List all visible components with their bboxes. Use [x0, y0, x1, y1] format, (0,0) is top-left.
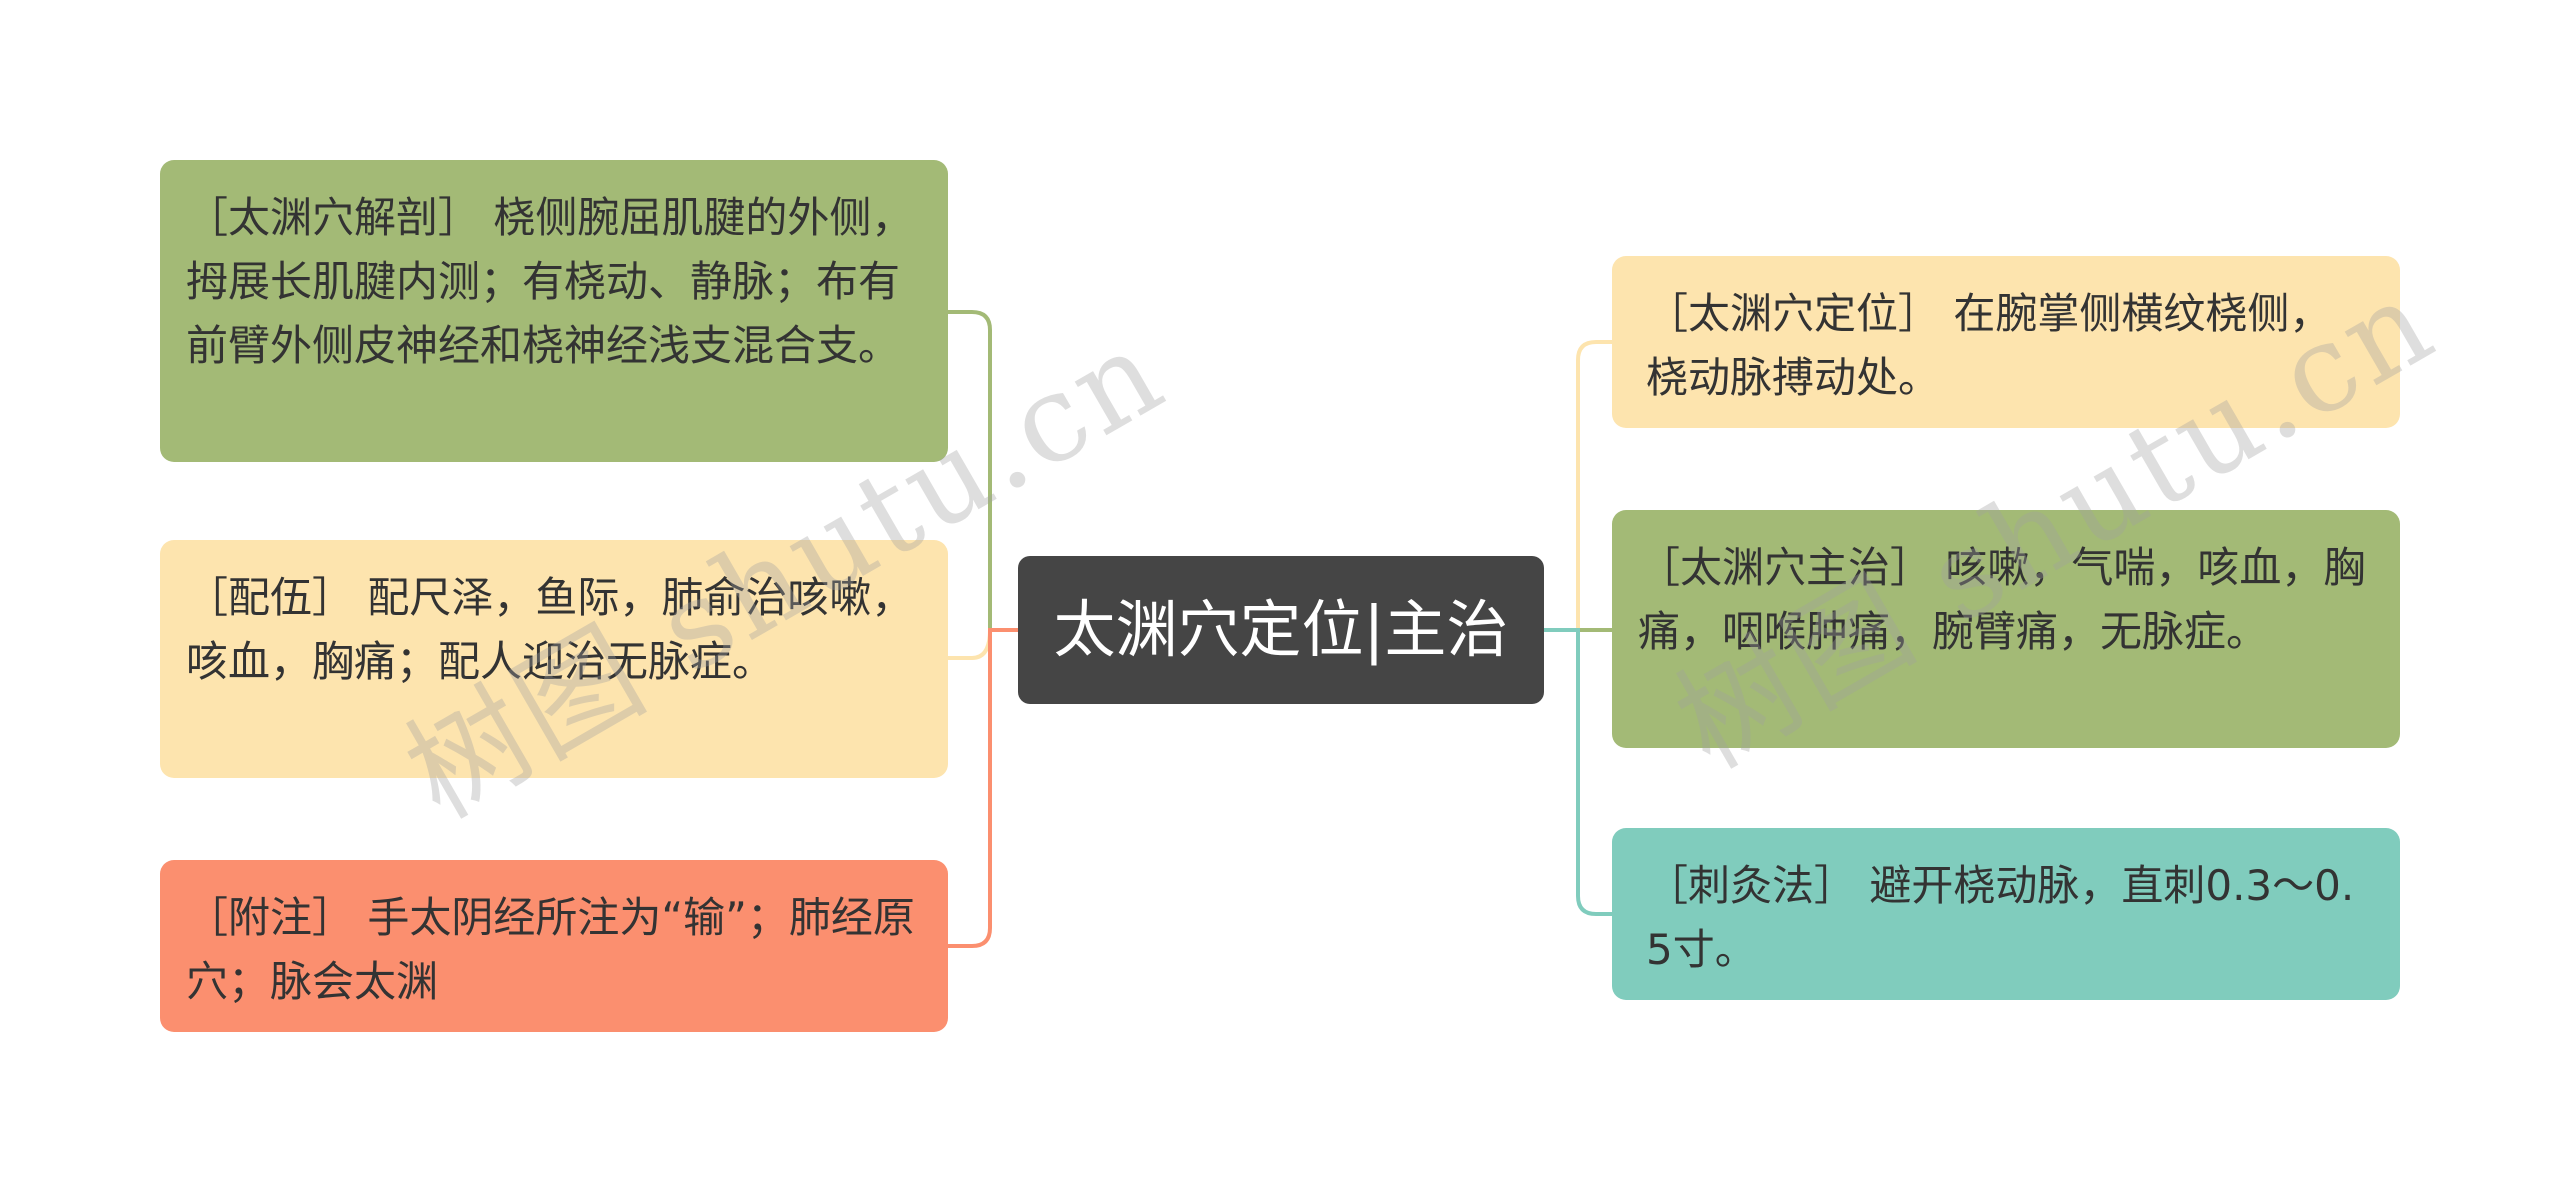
left-node-notes[interactable]: ［附注］ 手太阴经所注为“输”；肺经原穴；脉会太渊: [160, 860, 948, 1032]
connector-right-1: [1544, 340, 1612, 632]
left-node-anatomy[interactable]: ［太渊穴解剖］ 桡侧腕屈肌腱的外侧，拇展长肌腱内测；有桡动、静脉；布有前臂外侧皮…: [160, 160, 948, 462]
right-node-indications[interactable]: ［太渊穴主治］ 咳嗽，气喘，咳血，胸痛，咽喉肿痛，腕臂痛，无脉症。: [1612, 510, 2400, 748]
left-node-compatibility[interactable]: ［配伍］ 配尺泽，鱼际，肺俞治咳嗽，咳血，胸痛；配人迎治无脉症。: [160, 540, 948, 778]
right-node-location[interactable]: ［太渊穴定位］ 在腕掌侧横纹桡侧，桡动脉搏动处。: [1612, 256, 2400, 428]
right-node-needling[interactable]: ［刺灸法］ 避开桡动脉，直刺0.3～0.5寸。: [1612, 828, 2400, 1000]
connector-left-2: [948, 628, 1018, 660]
connector-left-3: [948, 628, 1018, 948]
center-topic[interactable]: 太渊穴定位|主治: [1018, 556, 1544, 704]
connector-right-3: [1544, 628, 1612, 916]
